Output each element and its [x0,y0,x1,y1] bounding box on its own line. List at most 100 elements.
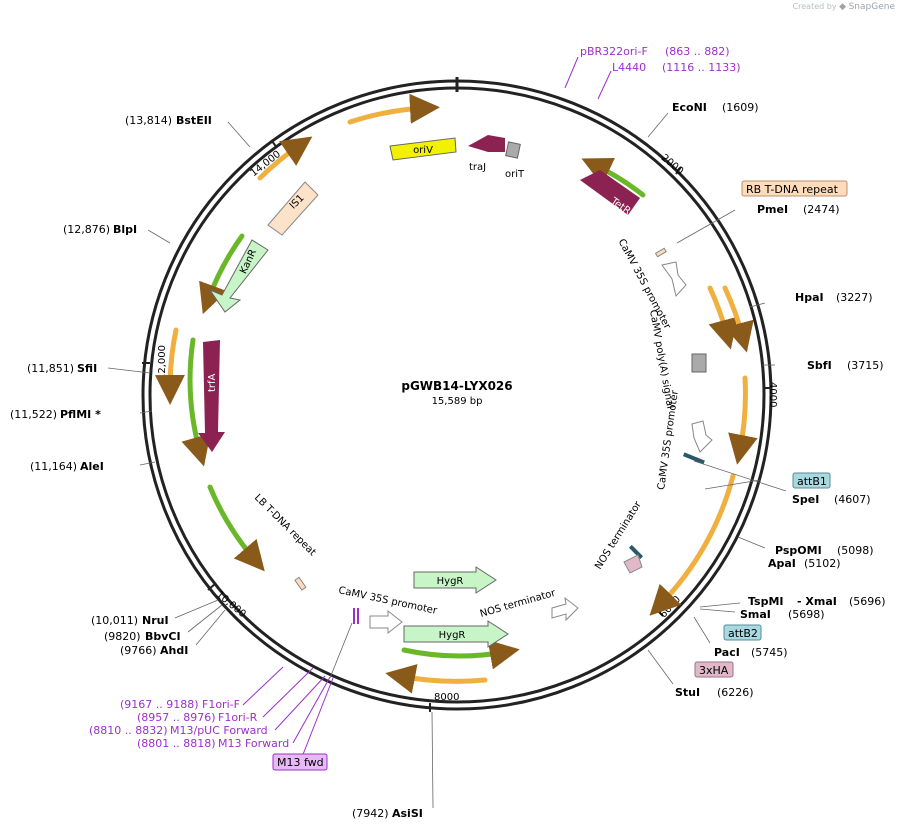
attb1-box [792,472,831,489]
hygr-feature-1 [413,566,497,594]
scale-ticks [142,140,771,712]
enzyme-stui: StuI [675,686,700,699]
rb-tdna-marker [654,247,667,258]
enzyme-tspmi-pos: (5696) [849,595,886,608]
snapgene-brand-name: SnapGene [848,2,895,12]
tick-label-10000: 10,000 [214,589,248,620]
nos-terminator-2 [551,596,579,622]
attb2-box-label: attB2 [728,627,758,640]
enzyme-pspomi: PspOMI [775,544,822,557]
enzyme-sbfi: SbfI [807,359,832,372]
snapgene-logo-icon: ◆ [839,2,847,12]
primer-lines [242,56,612,758]
created-by-text: Created by [792,2,837,11]
rb-tdna-box-label: RB T-DNA repeat [746,183,839,196]
enzyme-spei: SpeI [792,493,819,506]
kanr-feature [208,239,269,313]
enzyme-smai: SmaI [740,608,771,621]
primer-pbr322ori-f-range: (863 .. 882) [665,45,730,58]
primer-l4440-range: (1116 .. 1133) [662,61,741,74]
camv-polya-feature [691,353,707,373]
enzyme-apai: ApaI [768,557,796,570]
primer-pbr322ori-f: pBR322ori-F [580,45,648,58]
orit-label: oriT [505,169,525,180]
plasmid-size: 15,589 bp [432,396,483,407]
tick-label-4000: 4000 [767,382,778,407]
m13fwd-box [272,753,328,771]
enzyme-bsteii-pos: (13,814) [125,114,172,127]
primer-f1ori-f: F1ori-F [202,698,240,711]
attb2-marker [628,544,644,560]
primer-m13-fwd-range: (8801 .. 8818) [137,737,216,750]
attb1-marker [682,452,705,465]
enzyme-hpai-pos: (3227) [836,291,873,304]
tick-label-12000: 12,000 [157,345,168,380]
enzyme-sfii-pos: (11,851) [27,362,74,375]
ha3x-feature [623,554,643,574]
enzyme-spei-pos: (4607) [834,493,871,506]
enzyme-ahdi-pos: (9766) [120,644,157,657]
lb-tdna-label: LB T-DNA repeat [252,492,318,558]
enzyme-lines [107,112,787,809]
trfa-feature [198,340,225,452]
hygr-feature-1-label: HygR [437,576,464,587]
is1-feature [267,181,319,236]
enzyme-blpi: BlpI [113,223,137,236]
enzyme-stui-pos: (6226) [717,686,754,699]
enzyme-pspomi-pos: (5098) [837,544,874,557]
tick-label-2000: 2000 [659,152,686,177]
enzyme-econi-pos: (1609) [722,101,759,114]
primer-f1ori-r: F1ori-R [218,711,258,724]
ha3x-box-label: 3xHA [699,664,729,677]
attb2-box [723,624,762,641]
enzyme-hpai: HpaI [795,291,824,304]
trfa-label: trfA [207,373,218,392]
m13fwd-box-label: M13 fwd [277,756,324,769]
enzyme-bsteii: BstEII [176,114,212,127]
oriv-feature [389,137,457,161]
enzyme-alei-pos: (11,164) [30,460,77,473]
enzyme-econi: EcoNI [672,101,707,114]
hygr-feature-2-label: HygR [439,630,466,641]
m13-marker-a [353,608,355,624]
enzyme-paci: PacI [714,646,740,659]
orf-arcs [154,93,758,694]
oriv-label: oriV [413,145,433,156]
enzyme-apai-pos: (5102) [804,557,841,570]
enzyme-ahdi: AhdI [160,644,188,657]
enzyme-nrui-pos: (10,011) [91,614,138,627]
enzyme-asisi-pos: (7942) [352,807,389,820]
enzyme-xmai: - XmaI [797,595,837,608]
primer-f1ori-r-range: (8957 .. 8976) [137,711,216,724]
rb-tdna-box [741,180,848,197]
enzyme-alei: AleI [80,460,104,473]
primer-m13-fwd: M13 Forward [218,737,289,750]
camv35s-promoter-2 [691,420,713,453]
plasmid-name: pGWB14-LYX026 [401,379,512,393]
ha3x-box [694,661,734,678]
camv35s-promoter-2-label: CaMV 35S promoter [656,389,681,491]
tetr-feature [580,170,640,215]
attb1-box-label: attB1 [797,475,827,488]
enzyme-paci-pos: (5745) [751,646,788,659]
enzyme-pflmi: PflMI * [60,408,101,421]
primer-l4440: L4440 [612,61,646,74]
enzyme-sbfi-pos: (3715) [847,359,884,372]
m13-marker-b [357,608,359,624]
traj-label: traJ [469,162,486,173]
enzyme-bbvci-pos: (9820) [104,630,141,643]
camv35s-promoter-3 [369,609,403,635]
enzyme-pmei-pos: (2474) [803,203,840,216]
enzyme-pflmi-pos: (11,522) [10,408,57,421]
enzyme-bbvci: BbvCI [145,630,181,643]
snapgene-branding: Created by ◆ SnapGene [793,2,895,12]
traj-feature [468,135,505,152]
primer-f1ori-f-range: (9167 .. 9188) [120,698,199,711]
enzyme-tspmi: TspMI [748,595,784,608]
orit-feature [505,141,521,159]
primer-m13puc-fwd: M13/pUC Forward [170,724,268,737]
hygr-feature-2 [403,620,509,648]
enzyme-sfii: SfiI [77,362,97,375]
primer-m13puc-fwd-range: (8810 .. 8832) [89,724,168,737]
